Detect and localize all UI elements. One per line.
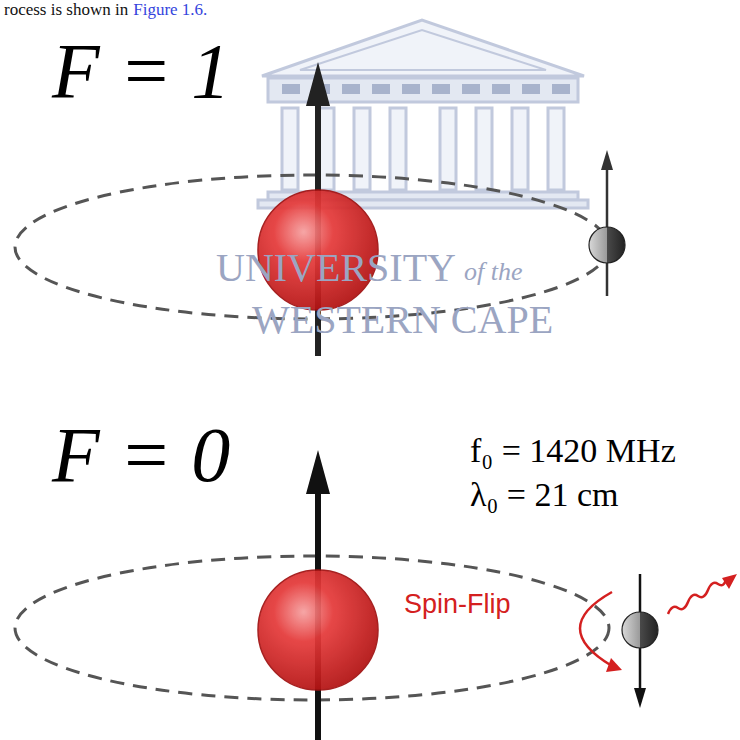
watermark-text: UNIVERSITY — [216, 246, 456, 290]
arrow-head — [601, 150, 613, 170]
electron-sphere — [589, 227, 625, 263]
figure-reference: Figure 1.6. — [133, 1, 207, 20]
arrow-head — [722, 574, 737, 589]
arrow-head — [306, 62, 330, 106]
arrow-head — [306, 450, 330, 494]
state-label: F = 0 — [52, 412, 230, 498]
spin-flip-arrow — [580, 592, 612, 666]
body-text: rocess is shown in — [4, 1, 128, 20]
photon-wave — [668, 579, 726, 614]
electron-orbit — [15, 556, 609, 700]
arrow-head — [634, 688, 646, 708]
frequency-label: f₀ = 1420 MHz — [470, 432, 676, 469]
watermark-text: WESTERN CAPE — [252, 298, 553, 342]
transition-label: Spin-Flip — [404, 590, 511, 620]
state-label: F = 1 — [52, 28, 230, 114]
proton-sphere — [258, 570, 378, 690]
watermark-text: of the — [464, 258, 523, 287]
arrow-head — [606, 658, 622, 672]
wavelength-label: λ₀ = 21 cm — [470, 476, 619, 513]
electron-sphere — [622, 612, 658, 648]
